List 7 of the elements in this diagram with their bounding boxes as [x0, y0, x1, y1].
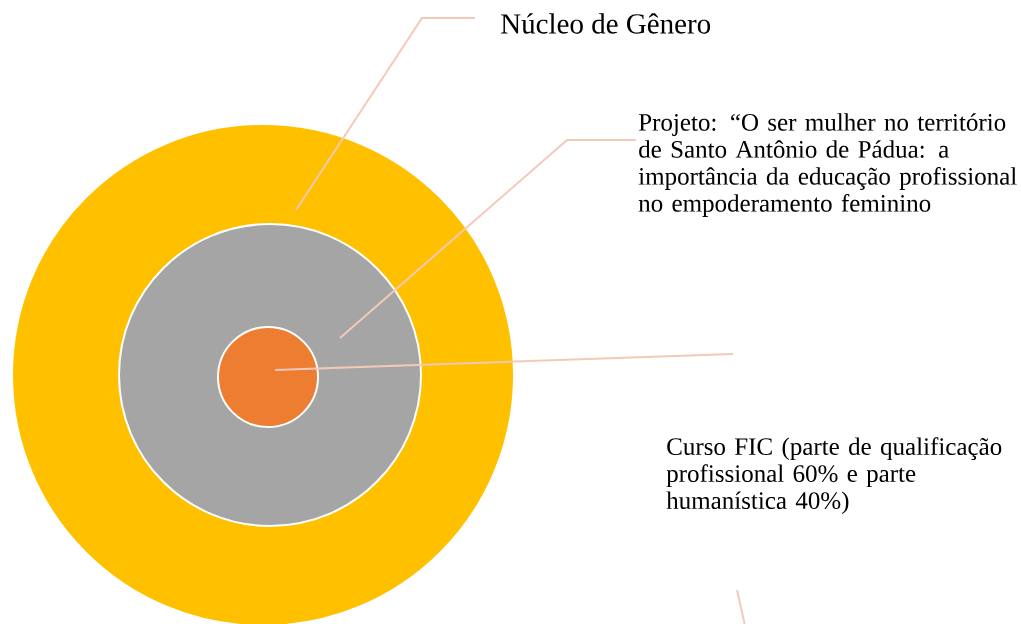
circle-shape: [217, 326, 319, 428]
leader-line: [295, 17, 476, 211]
leader-line: [339, 139, 637, 339]
label-text: Núcleo de Gênero: [501, 13, 711, 34]
leader-line: [274, 353, 734, 371]
label-text: Projeto: “O ser mulher no território de Santo Antônio de Pádua: a importância da educação profissional no empoderamento feminino: [638, 113, 1017, 217]
label-text: Curso FIC (parte de qualificação profissional 60% e parte humanística 40%): [666, 437, 1002, 515]
